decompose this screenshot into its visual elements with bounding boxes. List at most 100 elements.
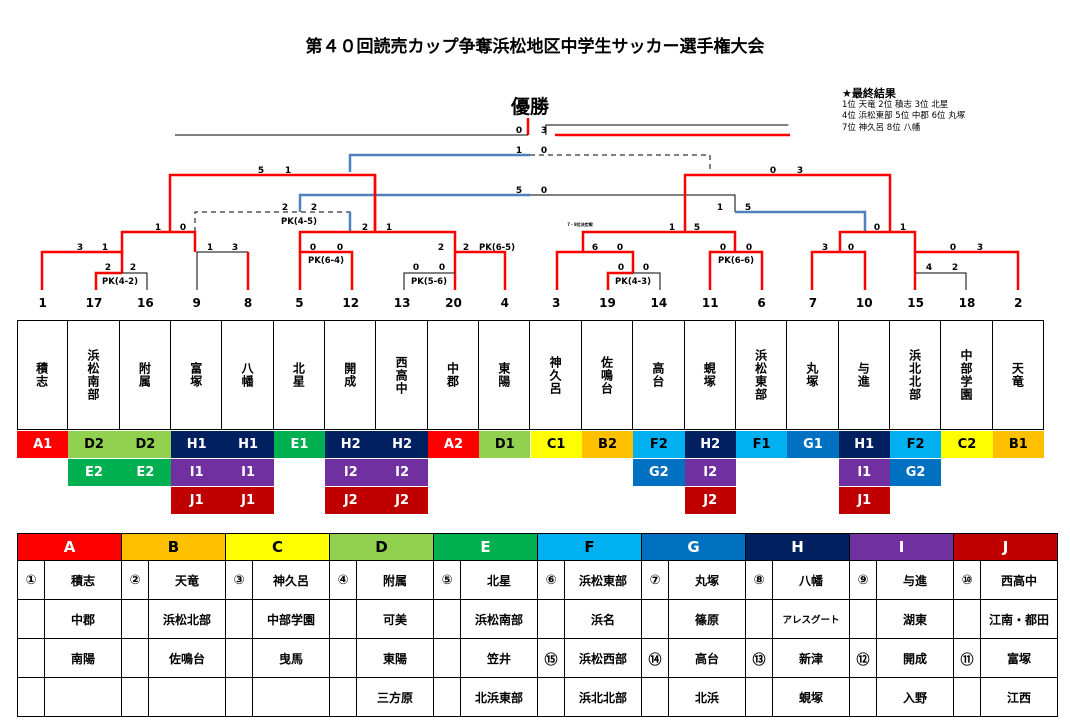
team-name: 東陽 — [496, 362, 511, 388]
r2-line — [40, 250, 124, 290]
team-name: 中部学園 — [958, 349, 973, 401]
seed-badge: ⑬ — [745, 638, 773, 678]
group-team — [148, 677, 226, 717]
group-code-badge: A1 — [17, 431, 69, 458]
score-label: 1 — [285, 166, 291, 176]
group-code-badge: I2 — [684, 459, 736, 486]
final-results-line: 1位 天竜 2位 積志 3位 北星 — [842, 99, 949, 110]
score-label: 5 — [694, 223, 700, 233]
score-label: 1 — [900, 223, 906, 233]
group-header: C — [225, 533, 330, 561]
score-label: 6 — [592, 243, 598, 253]
seed-number: 5 — [295, 296, 304, 310]
group-code-badge: G2 — [633, 459, 685, 486]
seed-badge — [329, 638, 357, 678]
seed-badge: ④ — [329, 560, 357, 600]
team-cell: 神久呂 — [531, 320, 582, 430]
team-name: 神久呂 — [548, 355, 563, 395]
group-team: 入野 — [876, 677, 954, 717]
final-results: ★最終結果 1位 天竜 2位 積志 3位 北星 4位 浜松東部 5位 中郡 6位… — [842, 88, 965, 134]
final-winner-line — [554, 133, 790, 137]
team-name: 天竜 — [1010, 362, 1025, 388]
group-header: G — [641, 533, 746, 561]
score-label: 0 — [770, 166, 776, 176]
seed-badge — [17, 599, 45, 639]
score-label: 2 — [282, 203, 288, 213]
group-code-badge: B1 — [992, 431, 1044, 458]
bracket-line — [555, 250, 635, 290]
score-label: 1 — [155, 223, 161, 233]
final-line — [545, 124, 789, 135]
score-label: 5 — [258, 166, 264, 176]
group-team: 新津 — [772, 638, 850, 678]
group-code-badge: G1 — [787, 431, 839, 458]
group-team: 浜松東部 — [564, 560, 642, 600]
score-label: 0 — [618, 263, 624, 273]
group-team: 曳馬 — [252, 638, 330, 678]
score-label: 3 — [822, 243, 828, 253]
seed-badge — [953, 599, 981, 639]
seed-badge — [537, 599, 565, 639]
group-team: 可美 — [356, 599, 434, 639]
seed-badge — [433, 638, 461, 678]
seed-badge — [849, 599, 877, 639]
group-code-badge: J1 — [222, 487, 274, 514]
group-team: 富塚 — [980, 638, 1058, 678]
group-code-badge: F1 — [735, 431, 788, 458]
group-header: J — [953, 533, 1058, 561]
third-place-line — [348, 153, 530, 172]
team-name: 蜆塚 — [702, 362, 717, 388]
seed-number: 16 — [137, 296, 154, 310]
team-cell: 中郡 — [428, 320, 480, 430]
seed-number: 3 — [551, 296, 561, 310]
team-cell: 八幡 — [222, 320, 274, 430]
group-code-badge: J2 — [325, 487, 377, 514]
group-code-badge: H1 — [171, 431, 223, 458]
seed-number: 11 — [701, 296, 719, 310]
team-name: 開成 — [342, 362, 357, 388]
seed-badge: ⑫ — [849, 638, 877, 678]
team-table — [17, 320, 1044, 430]
group-code-badge: J1 — [838, 487, 890, 514]
bracket-line — [581, 230, 737, 252]
seed-badge — [745, 677, 773, 717]
team-cell: 西高中 — [376, 320, 428, 430]
team-cell: 中部学園 — [941, 320, 993, 430]
group-code-badge: J2 — [684, 487, 736, 514]
score-label: 2 — [311, 203, 317, 213]
group-team: 北星 — [460, 560, 538, 600]
seed-number: 19 — [599, 296, 616, 310]
group-team: 笠井 — [460, 638, 538, 678]
score-label: 1 — [386, 223, 392, 233]
group-code-badge: H2 — [684, 431, 736, 458]
group-team — [44, 677, 122, 717]
team-name: 浜松東部 — [753, 349, 768, 401]
seed-badge — [537, 677, 565, 717]
seed-badge: ③ — [225, 560, 253, 600]
group-code-badge: F2 — [633, 431, 685, 458]
team-name: 中郡 — [445, 362, 460, 388]
group-team: 天竜 — [148, 560, 226, 600]
score-label: 4 — [926, 263, 932, 273]
group-team: 西高中 — [980, 560, 1058, 600]
group-header: I — [849, 533, 954, 561]
bracket-line — [810, 250, 867, 290]
score-label: 0 — [950, 243, 956, 253]
group-team: 蜆塚 — [772, 677, 850, 717]
team-cell: 与進 — [839, 320, 890, 430]
seed-badge — [433, 677, 461, 717]
bracket-line — [838, 230, 917, 252]
seed-badge: ⑦ — [641, 560, 669, 600]
score-label: 0 — [439, 263, 445, 273]
group-team: 積志 — [44, 560, 122, 600]
seed-number: 13 — [393, 296, 411, 310]
seed-badge: ⑮ — [537, 638, 565, 678]
score-label: 2 — [463, 243, 469, 253]
bracket-line — [298, 250, 354, 290]
score-label: 0 — [337, 243, 343, 253]
seed-badge — [641, 677, 669, 717]
team-cell: 附属 — [120, 320, 172, 430]
group-team: 南陽 — [44, 638, 122, 678]
score-label: 0 — [541, 186, 547, 196]
